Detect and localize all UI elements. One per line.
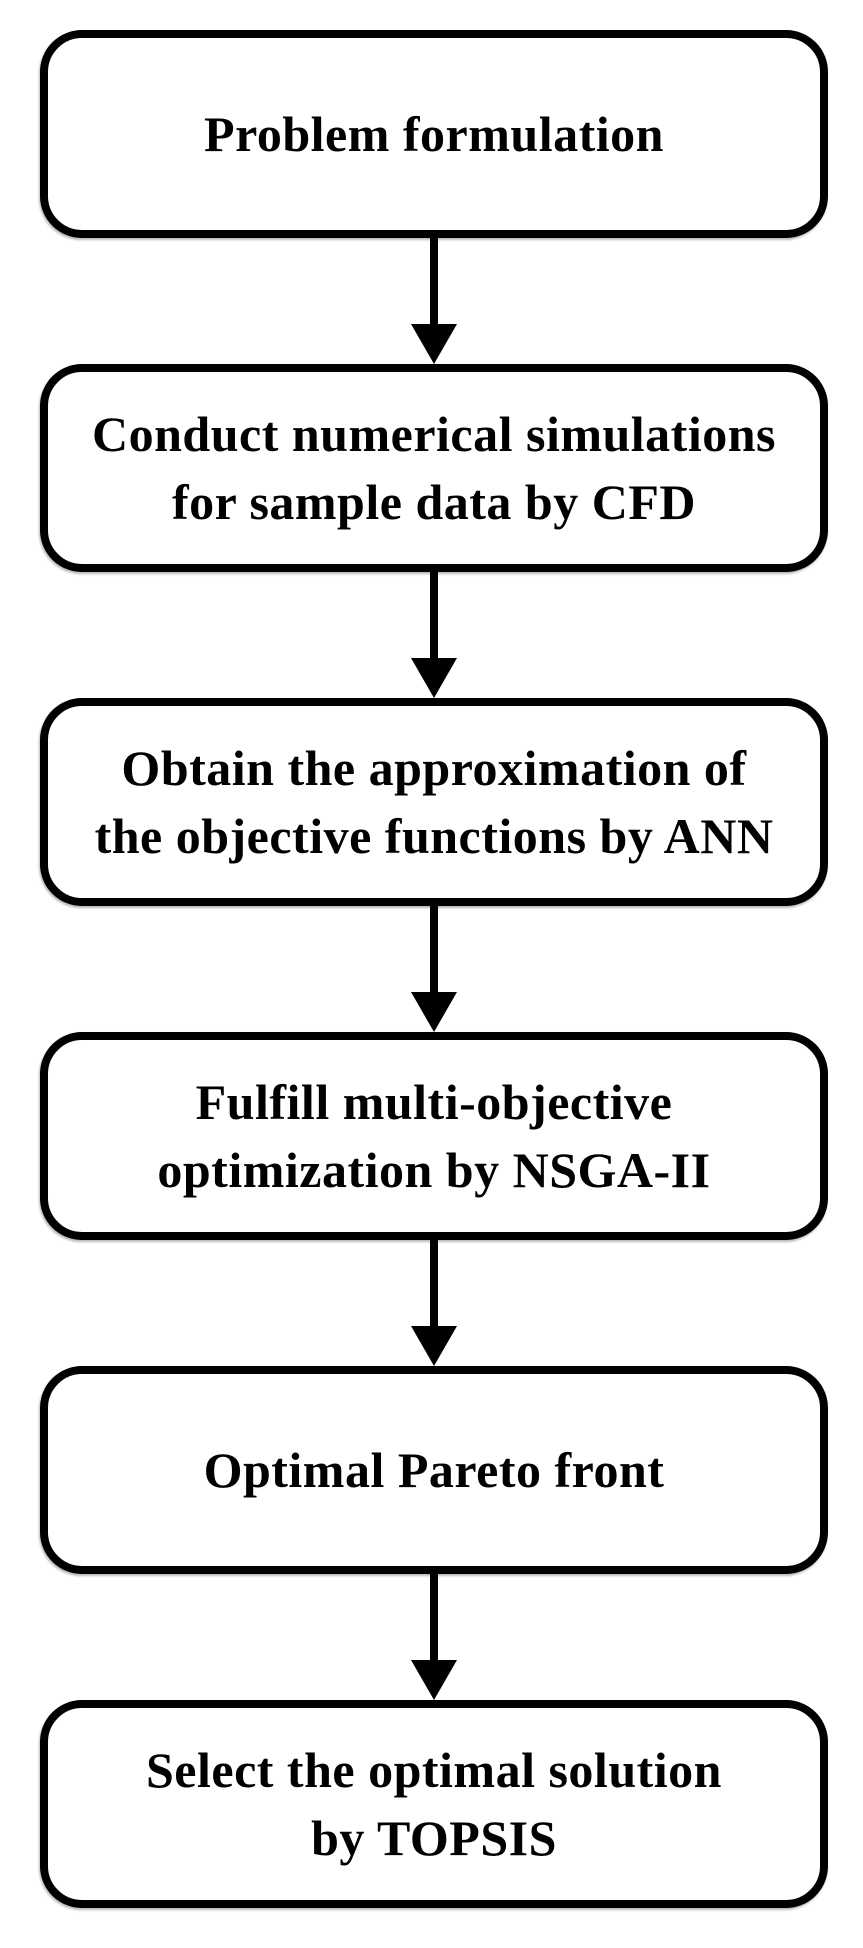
flow-arrow-down-icon (411, 238, 457, 364)
flow-node-ann-approximation: Obtain the approximation of the objectiv… (40, 698, 828, 906)
arrow-shaft (430, 572, 438, 658)
arrow-shaft (430, 906, 438, 992)
arrow-shaft (430, 1240, 438, 1326)
flow-node-label: Problem formulation (204, 106, 664, 162)
flow-node-label: Select the optimal solution by TOPSIS (146, 1742, 722, 1866)
flow-node-label: Optimal Pareto front (203, 1442, 665, 1498)
flow-node-topsis-selection: Select the optimal solution by TOPSIS (40, 1700, 828, 1908)
flow-node-pareto-front: Optimal Pareto front (40, 1366, 828, 1574)
arrowhead-icon (411, 992, 457, 1032)
flow-node-problem-formulation: Problem formulation (40, 30, 828, 238)
flow-arrow-down-icon (411, 572, 457, 698)
arrowhead-icon (411, 1660, 457, 1700)
arrowhead-icon (411, 658, 457, 698)
arrow-shaft (430, 238, 438, 324)
arrow-shaft (430, 1574, 438, 1660)
arrowhead-icon (411, 1326, 457, 1366)
flowchart-column: Problem formulation Conduct numerical si… (40, 30, 828, 1908)
flow-node-label: Obtain the approximation of the objectiv… (94, 740, 774, 864)
flow-node-nsga2-optimization: Fulfill multi-objective optimization by … (40, 1032, 828, 1240)
flow-arrow-down-icon (411, 1240, 457, 1366)
arrowhead-icon (411, 324, 457, 364)
flow-arrow-down-icon (411, 906, 457, 1032)
flow-node-cfd-simulations: Conduct numerical simulations for sample… (40, 364, 828, 572)
flow-node-label: Fulfill multi-objective optimization by … (157, 1074, 711, 1198)
flow-arrow-down-icon (411, 1574, 457, 1700)
flow-node-label: Conduct numerical simulations for sample… (91, 406, 776, 530)
